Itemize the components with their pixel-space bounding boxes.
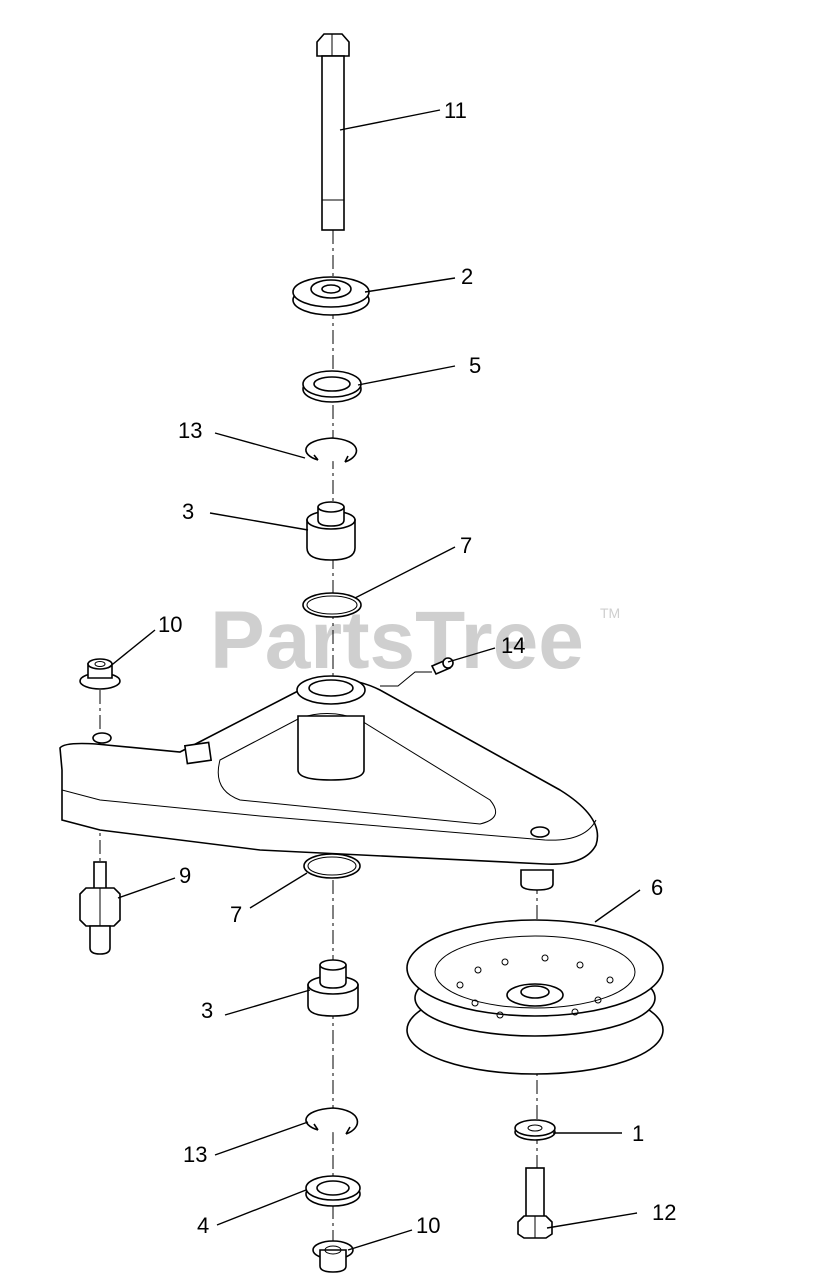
idler-arm-plate <box>59 675 599 891</box>
callout-10-top: 10 <box>158 612 182 637</box>
part-11-bolt <box>316 33 350 231</box>
part-3-bearing-top <box>306 501 356 561</box>
callout-13-lower: 13 <box>183 1142 207 1167</box>
part-7-o-ring-lower <box>303 853 361 879</box>
part-13-snap-ring-top <box>305 437 358 463</box>
part-7-o-ring-top <box>302 592 362 618</box>
callout-14: 14 <box>501 633 525 658</box>
part-3-bearing-lower <box>307 959 359 1017</box>
callout-7-lower: 7 <box>230 902 242 927</box>
callout-labels: 11 2 5 13 3 7 10 14 9 7 6 3 1 13 4 10 12 <box>158 98 676 1238</box>
part-5-seal <box>302 370 362 403</box>
part-14-grease-fitting <box>380 657 454 687</box>
part-4-seal <box>305 1175 361 1207</box>
watermark-trademark: TM <box>600 605 620 621</box>
part-10-flange-nut-top <box>79 658 121 690</box>
callout-9: 9 <box>179 863 191 888</box>
callout-1: 1 <box>632 1121 644 1146</box>
leader-lines <box>107 109 641 1251</box>
callout-12: 12 <box>652 1200 676 1225</box>
callout-6: 6 <box>651 875 663 900</box>
part-9-stud-bolt <box>79 861 121 955</box>
callout-10-bottom: 10 <box>416 1213 440 1238</box>
callout-13-top: 13 <box>178 418 202 443</box>
callout-11: 11 <box>444 98 467 123</box>
part-13-snap-ring-lower <box>305 1107 359 1135</box>
part-12-bolt <box>517 1167 553 1239</box>
callout-4: 4 <box>197 1213 209 1238</box>
watermark-text: PartsTree <box>210 595 584 686</box>
part-1-washer <box>514 1119 556 1141</box>
callout-7-top: 7 <box>460 533 472 558</box>
part-2-cap <box>292 276 370 316</box>
part-10-flange-nut-bottom <box>312 1240 354 1273</box>
callout-2: 2 <box>461 264 473 289</box>
callout-5: 5 <box>469 353 481 378</box>
part-6-pulley <box>406 919 664 1075</box>
callout-3-top: 3 <box>182 499 194 524</box>
callout-3-lower: 3 <box>201 998 213 1023</box>
